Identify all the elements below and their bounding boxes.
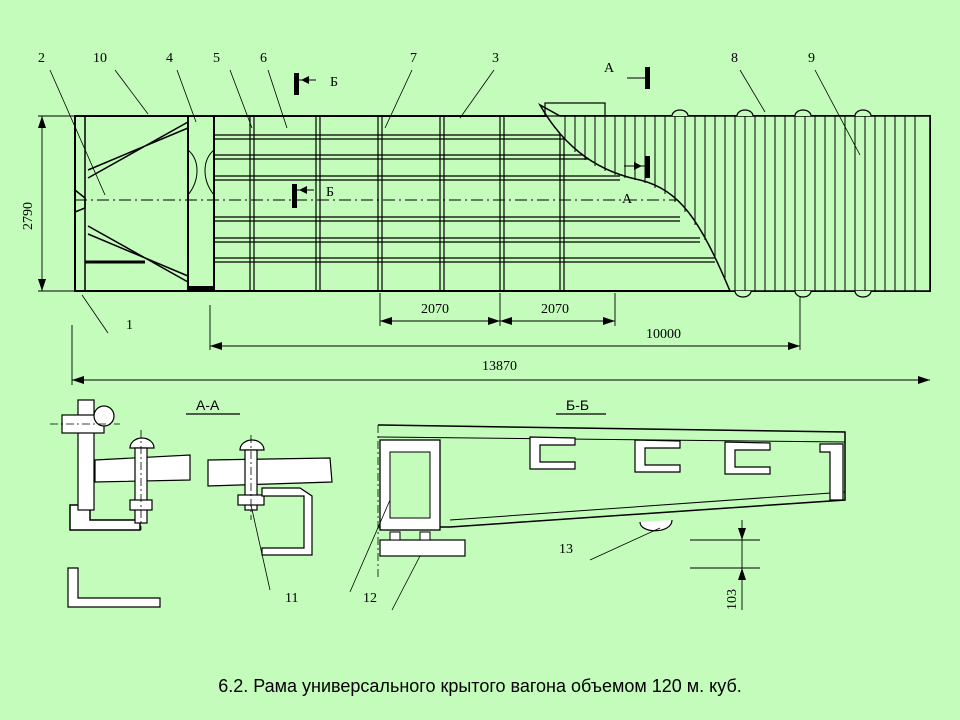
dim-depth: 103 (725, 589, 740, 610)
section-aa-title: А-А (196, 397, 220, 413)
dim-span-b: 2070 (541, 302, 569, 317)
callout-11: 11 (285, 591, 298, 606)
callout-12: 12 (363, 591, 377, 606)
leader-lines (49, 69, 861, 334)
frame-plan (74, 102, 931, 298)
dim-span-a: 2070 (421, 302, 449, 317)
callout-4: 4 (166, 51, 173, 66)
section-mark-a-bottom: А (622, 192, 633, 207)
callout-9: 9 (808, 51, 815, 66)
section-markers: Б Б А А (292, 61, 650, 208)
callout-5: 5 (213, 51, 220, 66)
callouts: 2 10 4 5 6 7 3 8 9 1 11 12 13 (38, 51, 815, 606)
cross-members (249, 116, 565, 291)
callout-8: 8 (731, 51, 738, 66)
section-bb-title: Б-Б (566, 397, 589, 413)
dim-width: 2790 (21, 202, 36, 230)
callout-2: 2 (38, 51, 45, 66)
dimensions (38, 115, 930, 610)
dim-base: 10000 (646, 327, 681, 342)
section-bb: Б-Б (349, 397, 846, 611)
dim-overall: 13870 (482, 359, 517, 374)
callout-13: 13 (559, 542, 573, 557)
callout-7: 7 (410, 51, 417, 66)
callout-3: 3 (492, 51, 499, 66)
section-mark-b-top: Б (330, 75, 338, 90)
stringers (214, 134, 715, 263)
dimension-labels: 2790 2070 2070 10000 13870 103 (21, 202, 740, 610)
callout-1: 1 (126, 318, 133, 333)
section-aa: А-А (50, 397, 333, 608)
callout-6: 6 (260, 51, 267, 66)
figure-caption: 6.2. Рама универсального крытого вагона … (218, 676, 742, 696)
section-mark-a-top: А (604, 61, 615, 76)
callout-10: 10 (93, 51, 107, 66)
section-mark-b-bottom: Б (326, 185, 334, 200)
floor-boards (538, 102, 931, 298)
